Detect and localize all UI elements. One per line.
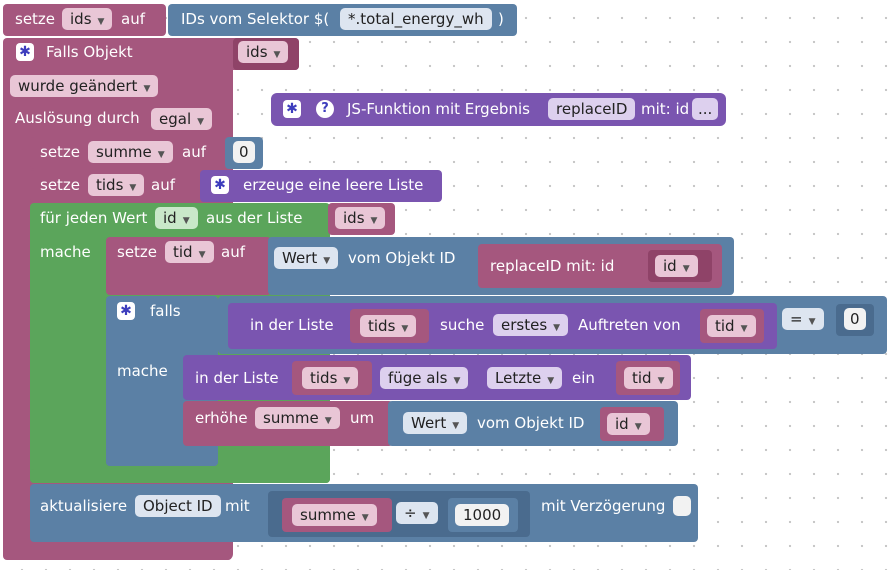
gear-icon[interactable]: ✱ [283,100,301,118]
if-list-dropdown[interactable]: tids▼ [360,315,417,337]
erstes-dropdown[interactable]: erstes▼ [493,314,569,336]
falls-objekt-label: Falls Objekt [46,43,133,61]
setze-label: setze [117,243,158,261]
js-function-label: JS-Funktion mit Ergebnis [347,100,530,118]
setze-label: setze [15,10,56,28]
aktualisiere-label: aktualisiere [40,497,128,515]
auf-label: auf [221,243,245,261]
help-icon[interactable]: ? [316,100,334,118]
mit-label: mit [225,497,250,515]
erhoehe-label: erhöhe [195,409,248,427]
aus-der-liste-label: aus der Liste [206,209,303,227]
number-field[interactable]: 0 [233,141,255,163]
replaceid-label: replaceID mit: id [490,257,615,275]
close-paren: ) [498,10,504,28]
suche-label: suche [440,316,485,334]
object-id-field[interactable]: Object ID [135,495,221,517]
in-der-liste-label: in der Liste [250,316,334,334]
ids-selector-label: IDs vom Selektor $( [181,10,330,28]
gear-icon[interactable]: ✱ [16,43,34,61]
js-function-block[interactable] [271,93,726,126]
in-der-liste-label: in der Liste [195,369,279,387]
vom-objekt-label: vom Objekt ID [477,414,585,432]
for-each-footer [30,469,330,483]
increment-id-dropdown[interactable]: id▼ [607,413,650,435]
gear-icon[interactable]: ✱ [211,176,229,194]
trigger-ids-dropdown[interactable]: ids▼ [238,41,289,63]
vom-objekt-label: vom Objekt ID [348,249,456,267]
if-tid-dropdown[interactable]: tid▼ [707,315,756,337]
setze-label: setze [40,143,81,161]
auf-label: auf [182,143,206,161]
for-each-label: für jeden Wert [40,209,148,227]
js-more-button[interactable]: ... [692,98,719,120]
auftreten-label: Auftreten von [578,316,681,334]
if-footer [106,447,218,466]
selector-field[interactable]: *.total_energy_wh [340,8,492,30]
um-label: um [350,409,375,427]
verzoegerung-checkbox[interactable] [673,496,691,516]
update-summe-dropdown[interactable]: summe▼ [292,504,377,526]
ein-label: ein [572,369,595,387]
js-mit-label: mit: id [641,100,690,118]
loop-list-dropdown[interactable]: ids▼ [335,207,386,229]
js-function-name[interactable]: replaceID [548,98,636,120]
mache-label: mache [40,243,91,261]
replaceid-id-dropdown[interactable]: id▼ [655,255,698,277]
loop-var-dropdown[interactable]: id▼ [155,207,198,229]
increment-var-dropdown[interactable]: summe▼ [255,407,340,429]
fuege-als-dropdown[interactable]: füge als▼ [380,367,469,389]
auf-label: auf [121,10,145,28]
tid-var-dropdown[interactable]: tid▼ [165,241,214,263]
division-number-field[interactable]: 1000 [455,504,510,526]
summe-var-dropdown[interactable]: summe▼ [88,141,173,163]
falls-label: falls [150,302,181,320]
compare-operator-dropdown[interactable]: =▼ [782,308,824,330]
setze-label: setze [40,176,81,194]
wert-dropdown[interactable]: Wert▼ [274,247,339,269]
ausloesung-dropdown[interactable]: egal▼ [151,108,213,130]
insert-list-dropdown[interactable]: tids▼ [302,367,359,389]
ausloesung-label: Auslösung durch [15,109,140,127]
compare-number-field[interactable]: 0 [844,308,866,330]
division-operator-dropdown[interactable]: ÷▼ [396,502,438,524]
insert-tid-dropdown[interactable]: tid▼ [624,367,673,389]
mache-label: mache [117,362,168,380]
letzte-dropdown[interactable]: Letzte▼ [487,367,563,389]
verzoegerung-label: mit Verzögerung [541,497,666,515]
trigger-footer [3,546,232,560]
auf-label: auf [151,176,175,194]
create-list-block[interactable] [200,170,442,202]
ids-var-dropdown[interactable]: ids▼ [62,8,113,30]
tids-var-dropdown[interactable]: tids▼ [88,174,145,196]
increment-wert-dropdown[interactable]: Wert▼ [403,412,468,434]
gear-icon[interactable]: ✱ [117,302,135,320]
trigger-change-dropdown[interactable]: wurde geändert▼ [10,75,159,97]
create-list-label: erzeuge eine leere Liste [243,176,424,194]
